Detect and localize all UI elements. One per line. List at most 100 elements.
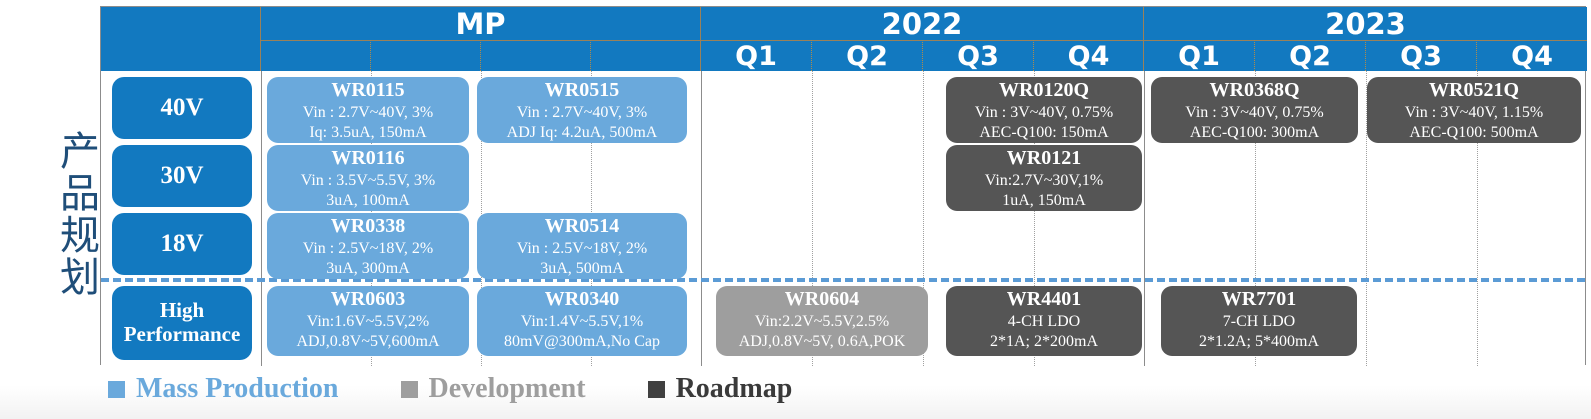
header-mp-sub-3 <box>481 40 591 71</box>
product-line-2: Iq: 3.5uA, 150mA <box>309 124 427 142</box>
product-card-wr4401[interactable]: WR4401 4-CH LDO 2*1A; 2*200mA <box>946 286 1142 356</box>
header-2023-q4: Q4 <box>1477 40 1587 71</box>
product-name: WR0115 <box>331 79 405 101</box>
page-title-vertical: 产品规划 <box>53 130 99 298</box>
product-name: WR0521Q <box>1429 79 1519 101</box>
header-mp-sub-2 <box>371 40 481 71</box>
product-line-2: 80mV@300mA,No Cap <box>503 333 661 351</box>
product-line-1: Vin : 2.5V~18V, 2% <box>516 239 648 257</box>
header-2022-q3: Q3 <box>923 40 1034 71</box>
product-line-2: AEC-Q100: 300mA <box>1189 124 1320 142</box>
header-group-2023: 2023 <box>1144 7 1587 40</box>
product-line-2: 3uA, 100mA <box>326 192 410 210</box>
product-name: WR7701 <box>1221 288 1297 310</box>
product-card-wr0368q[interactable]: WR0368Q Vin : 3V~40V, 0.75% AEC-Q100: 30… <box>1151 77 1358 143</box>
product-card-wr0514[interactable]: WR0514 Vin : 2.5V~18V, 2% 3uA, 500mA <box>477 213 687 279</box>
product-card-wr0603[interactable]: WR0603 Vin:1.6V~5.5V,2% ADJ,0.8V~5V,600m… <box>267 286 469 356</box>
header-mp-sub-1 <box>261 40 371 71</box>
grid-line-9 <box>1477 71 1478 366</box>
category-18v[interactable]: 18V <box>112 213 252 275</box>
product-card-wr0338[interactable]: WR0338 Vin : 2.5V~18V, 2% 3uA, 300mA <box>267 213 469 279</box>
category-30v[interactable]: 30V <box>112 145 252 207</box>
product-line-2: ADJ,0.8V~5V, 0.6A,POK <box>738 333 906 351</box>
legend-label-development: Development <box>428 373 586 404</box>
product-line-1: Vin : 3V~40V, 1.15% <box>1404 103 1544 121</box>
product-name: WR0340 <box>544 288 620 310</box>
product-line-1: Vin : 3V~40V, 0.75% <box>1185 103 1324 121</box>
legend-swatch-roadmap-icon <box>647 380 665 398</box>
product-name: WR0120Q <box>999 79 1089 101</box>
product-line-1: 7-CH LDO <box>1222 312 1296 330</box>
grid-line-category <box>261 71 262 366</box>
product-line-2: 3uA, 500mA <box>540 260 624 278</box>
product-card-wr7701[interactable]: WR7701 7-CH LDO 2*1.2A; 5*400mA <box>1161 286 1357 356</box>
header-corner-blank <box>101 7 261 71</box>
product-name: WR4401 <box>1006 288 1082 310</box>
product-line-1: Vin : 3V~40V, 0.75% <box>974 103 1114 121</box>
product-card-wr0515[interactable]: WR0515 Vin : 2.7V~40V, 3% ADJ Iq: 4.2uA,… <box>477 77 687 143</box>
product-name: WR0515 <box>544 79 620 101</box>
header-group-mp: MP <box>261 7 701 40</box>
section-divider <box>101 278 1585 282</box>
product-line-2: 1uA, 150mA <box>1002 192 1086 210</box>
product-line-1: Vin : 2.5V~18V, 2% <box>302 239 434 257</box>
header-2022-q4: Q4 <box>1034 40 1144 71</box>
legend-label-roadmap: Roadmap <box>675 373 793 404</box>
legend-item-development: Development <box>400 373 586 405</box>
product-card-wr0116[interactable]: WR0116 Vin : 3.5V~5.5V, 3% 3uA, 100mA <box>267 145 469 211</box>
product-card-wr0521q[interactable]: WR0521Q Vin : 3V~40V, 1.15% AEC-Q100: 50… <box>1367 77 1581 143</box>
legend-item-mass-production: Mass Production <box>108 373 339 405</box>
product-line-2: 3uA, 300mA <box>326 260 410 278</box>
header-group-2022: 2022 <box>701 7 1144 40</box>
product-card-wr0115[interactable]: WR0115 Vin : 2.7V~40V, 3% Iq: 3.5uA, 150… <box>267 77 469 143</box>
category-high-performance[interactable]: High Performance <box>112 286 252 360</box>
product-name: WR0338 <box>330 215 406 237</box>
product-line-1: Vin:2.7V~30V,1% <box>984 171 1104 189</box>
grid-line-7 <box>1255 71 1256 366</box>
category-high-performance-line1: High <box>159 298 205 323</box>
table-body: 40V 30V 18V High Performance WR0115 Vin … <box>101 71 1585 366</box>
legend-swatch-development-icon <box>400 380 418 398</box>
product-line-2: AEC-Q100: 500mA <box>1409 124 1539 142</box>
product-line-1: Vin : 2.7V~40V, 3% <box>516 103 648 121</box>
header-2022-q1: Q1 <box>701 40 812 71</box>
legend-swatch-mass-production-icon <box>108 380 125 398</box>
product-line-2: 2*1A; 2*200mA <box>990 333 1098 351</box>
product-line-2: 2*1.2A; 5*400mA <box>1199 333 1319 351</box>
product-card-wr0121[interactable]: WR0121 Vin:2.7V~30V,1% 1uA, 150mA <box>946 145 1142 211</box>
header-2023-q2: Q2 <box>1255 40 1366 71</box>
legend-label-mass-production: Mass Production <box>136 373 339 404</box>
header-2022-q2: Q2 <box>812 40 923 71</box>
category-40v-label: 40V <box>160 94 204 121</box>
product-line-2: ADJ,0.8V~5V,600mA <box>296 333 440 351</box>
grid-line-2022-end <box>1144 71 1145 366</box>
grid-line-4 <box>812 71 813 366</box>
grid-line-mp-end <box>701 71 702 366</box>
category-18v-label: 18V <box>160 230 204 257</box>
product-line-1: Vin : 3.5V~5.5V, 3% <box>300 171 436 189</box>
product-card-wr0604[interactable]: WR0604 Vin:2.2V~5.5V,2.5% ADJ,0.8V~5V, 0… <box>716 286 928 356</box>
grid-line-8 <box>1366 71 1367 366</box>
header-mp-sub-4 <box>591 40 701 71</box>
legend-item-roadmap: Roadmap <box>647 373 793 405</box>
product-name: WR0603 <box>330 288 406 310</box>
product-name: WR0121 <box>1006 147 1082 169</box>
grid-line-5 <box>923 71 924 366</box>
legend: Mass Production Development Roadmap <box>100 366 1000 412</box>
product-line-2: AEC-Q100: 150mA <box>979 124 1109 142</box>
product-card-wr0120q[interactable]: WR0120Q Vin : 3V~40V, 0.75% AEC-Q100: 15… <box>946 77 1142 143</box>
product-line-1: Vin : 2.7V~40V, 3% <box>302 103 434 121</box>
product-name: WR0514 <box>544 215 620 237</box>
product-name: WR0368Q <box>1209 79 1300 101</box>
product-line-1: Vin:1.4V~5.5V,1% <box>520 312 644 330</box>
product-card-wr0340[interactable]: WR0340 Vin:1.4V~5.5V,1% 80mV@300mA,No Ca… <box>477 286 687 356</box>
product-name: WR0604 <box>784 288 860 310</box>
product-line-1: Vin:2.2V~5.5V,2.5% <box>754 312 890 330</box>
product-line-1: Vin:1.6V~5.5V,2% <box>306 312 430 330</box>
category-high-performance-line2: Performance <box>123 322 241 346</box>
category-40v[interactable]: 40V <box>112 77 252 139</box>
roadmap-table: MP 2022 Q1 Q2 Q3 Q4 2023 Q1 Q2 Q3 Q4 <box>100 6 1587 366</box>
product-line-1: 4-CH LDO <box>1007 312 1081 330</box>
category-30v-label: 30V <box>160 162 204 189</box>
